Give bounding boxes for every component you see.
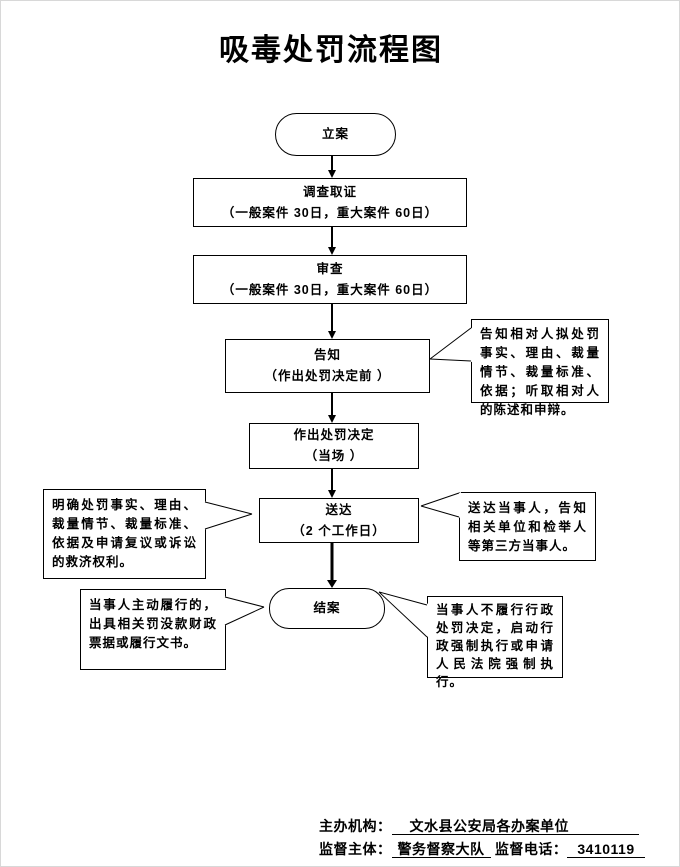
- page-title: 吸毒处罚流程图: [219, 34, 443, 67]
- arrowhead-icon: [328, 331, 336, 339]
- arrowhead-icon: [328, 247, 336, 255]
- callout-parties-note: 送达当事人，告知相关单位和检举人等第三方当事人。: [459, 492, 596, 561]
- tail-line: [420, 492, 460, 507]
- tail-parties: [421, 492, 461, 518]
- callout-text: 告知相对人拟处罚事实、理由、裁量情节、裁量标准、依据；听取相对人的陈述和申辩。: [480, 327, 600, 417]
- flow-node-investigate: 调查取证 （一般案件 30日，重大案件 60日）: [193, 178, 467, 227]
- tail-line: [224, 606, 265, 626]
- footer-line-host: 主办机构：文水县公安局各办案单位: [319, 815, 645, 838]
- supervisor-value: 警务督察大队: [391, 841, 491, 858]
- phone-label: 监督电话：: [494, 841, 568, 857]
- node-label: 结案: [313, 601, 341, 615]
- tail-line: [224, 596, 265, 608]
- callout-voluntary-note: 当事人主动履行的，出具相关罚没款财政票据或履行文书。: [80, 589, 226, 670]
- tail-line: [420, 505, 460, 518]
- tail-line: [429, 327, 472, 360]
- tail-line: [429, 358, 472, 362]
- node-sub: （当场 ）: [304, 449, 364, 463]
- node-sub: （一般案件 30日，重大案件 60日）: [221, 282, 439, 297]
- node-label: 调查取证: [302, 184, 357, 199]
- callout-text: 明确处罚事实、理由、裁量情节、裁量标准、依据及申请复议或诉讼的救济权利。: [52, 498, 197, 569]
- tail-line: [378, 591, 428, 606]
- tail-line: [204, 513, 253, 530]
- phone-value: 3410119: [567, 841, 645, 858]
- tail-voluntary: [224, 596, 264, 626]
- node-sub: （2 个工作日）: [292, 523, 386, 538]
- arrowhead-icon: [328, 490, 336, 498]
- node-label: 立案: [321, 127, 349, 141]
- callout-enforcement-note: 当事人不履行行政处罚决定，启动行政强制执行或申请人民法院强制执行。: [427, 596, 563, 689]
- callout-notify-note: 告知相对人拟处罚事实、理由、裁量情节、裁量标准、依据；听取相对人的陈述和申辩。: [471, 319, 609, 417]
- tail-remedy: [204, 501, 252, 530]
- callout-text: 当事人不履行行政处罚决定，启动行政强制执行或申请人民法院强制执行。: [436, 603, 554, 689]
- host-value: 文水县公安局各办案单位: [391, 818, 639, 835]
- tail-enforcement: [379, 592, 429, 638]
- callout-remedy-note: 明确处罚事实、理由、裁量情节、裁量标准、依据及申请复议或诉讼的救济权利。: [43, 489, 206, 579]
- arrowhead-icon: [328, 415, 336, 423]
- host-label: 主办机构：: [319, 818, 392, 834]
- footer-line-supervision: 监督主体：警务督察大队 监督电话：3410119: [319, 838, 645, 861]
- node-sub: （一般案件 30日，重大案件 60日）: [221, 205, 439, 220]
- flow-node-review: 审查 （一般案件 30日，重大案件 60日）: [193, 255, 467, 304]
- supervisor-label: 监督主体：: [319, 841, 392, 857]
- node-label: 作出处罚决定: [293, 428, 375, 442]
- flow-node-end: 结案: [269, 588, 385, 629]
- flow-node-start: 立案: [275, 113, 396, 156]
- tail-line: [204, 501, 253, 515]
- flow-node-decision: 作出处罚决定 （当场 ）: [249, 423, 419, 469]
- node-label: 送达: [325, 502, 353, 517]
- node-label: 审查: [316, 261, 344, 276]
- flow-node-delivery: 送达 （2 个工作日）: [259, 498, 419, 543]
- arrowhead-icon: [327, 580, 337, 588]
- tail-notify: [430, 327, 473, 362]
- arrowhead-icon: [328, 170, 336, 178]
- node-sub: （作出处罚决定前 ）: [264, 369, 391, 383]
- footer: 主办机构：文水县公安局各办案单位 监督主体：警务督察大队 监督电话：341011…: [319, 815, 645, 861]
- tail-line: [378, 591, 428, 638]
- node-label: 告知: [313, 348, 341, 362]
- callout-text: 送达当事人，告知相关单位和检举人等第三方当事人。: [468, 501, 587, 553]
- flow-node-notify: 告知 （作出处罚决定前 ）: [225, 339, 430, 393]
- callout-text: 当事人主动履行的，出具相关罚没款财政票据或履行文书。: [89, 598, 217, 650]
